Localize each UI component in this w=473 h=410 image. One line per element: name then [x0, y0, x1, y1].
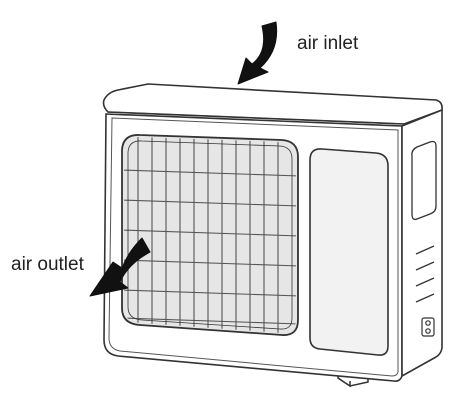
- side-terminal: [421, 317, 435, 337]
- unit-top-face: [102, 83, 443, 125]
- side-window: [411, 140, 437, 221]
- fan-grille: [121, 134, 299, 336]
- unit-top-rim: [107, 111, 405, 125]
- curved-arrow-down-left-icon: [89, 237, 151, 297]
- air-outlet-label: air outlet: [11, 254, 84, 275]
- curved-arrow-down-icon: [237, 21, 278, 85]
- side-vent-slots: [415, 245, 435, 303]
- air-inlet-label: air inlet: [297, 33, 359, 54]
- grille-bars: [124, 136, 296, 333]
- front-service-panel: [309, 148, 389, 356]
- unit-front-inner-edge: [108, 117, 399, 377]
